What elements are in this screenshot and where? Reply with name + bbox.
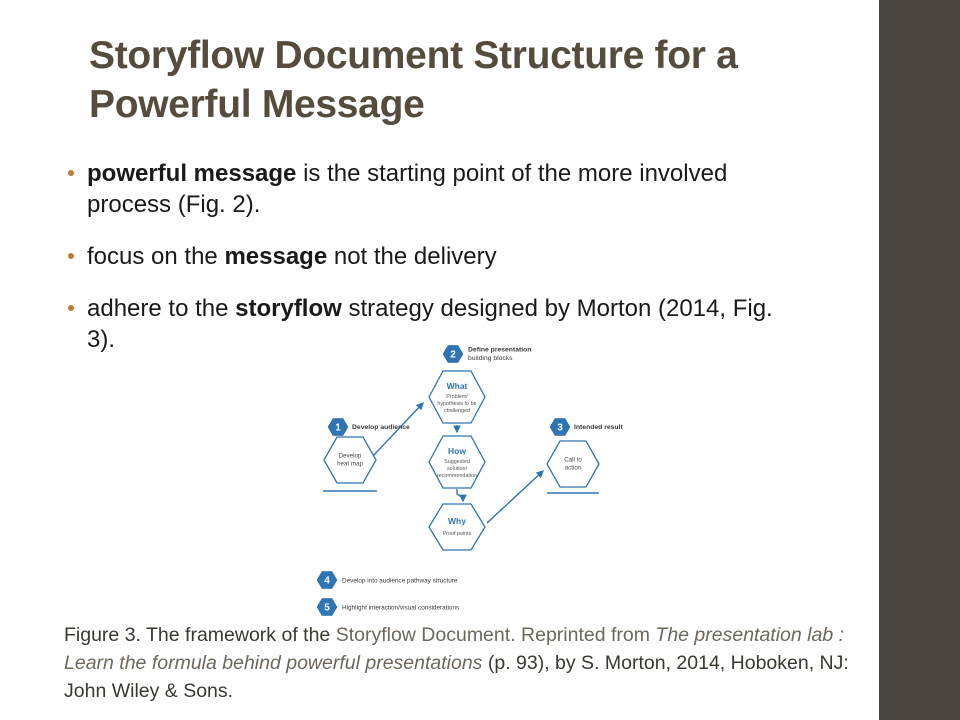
node-text: action xyxy=(565,465,582,472)
step-5-badge: 5 xyxy=(316,598,338,616)
node-title: How xyxy=(448,446,466,456)
bullet-text: focus on the message not the delivery xyxy=(87,243,497,270)
step-2-label-line1: Define presentation xyxy=(468,347,531,354)
text-segment: The presentation lab : Learn the formula… xyxy=(64,624,845,674)
text-segment: message xyxy=(224,243,328,270)
title-line-2: Powerful Message xyxy=(89,83,425,126)
step-5-label: Highlight interaction/visual considerati… xyxy=(342,605,459,612)
step-number: 2 xyxy=(450,350,456,361)
hexagon xyxy=(428,503,486,551)
text-segment: strategy designed by Morton (2014, Fig. … xyxy=(87,295,773,353)
hexagon-badge xyxy=(442,345,464,363)
text-segment: not the delivery xyxy=(327,243,497,270)
right-accent-bar xyxy=(879,0,960,720)
call-to-action-node: Call to action xyxy=(546,440,600,488)
node-title: Why xyxy=(448,516,466,526)
bullet-dot xyxy=(68,253,74,259)
text-segment: Storyflow Document. xyxy=(335,624,522,646)
hexagon-badge xyxy=(316,598,338,616)
step-number: 5 xyxy=(324,603,330,614)
node-text: hypothesis to be xyxy=(437,401,476,407)
step-2-badge: 2 xyxy=(442,345,464,363)
hexagon xyxy=(428,370,486,424)
bullet-item: adhere to the storyflow strategy designe… xyxy=(66,293,790,355)
bullet-list: powerful message is the starting point o… xyxy=(66,158,790,355)
node-text: challenged xyxy=(444,408,470,414)
connector-how-to-why xyxy=(456,489,467,503)
connector-why-to-cta xyxy=(486,470,544,524)
diagram-connectors xyxy=(323,402,599,524)
step-number: 1 xyxy=(335,423,341,434)
bullet-item: focus on the message not the delivery xyxy=(66,241,790,272)
text-segment: Figure 3. The framework of the xyxy=(64,624,336,646)
bullet-text: adhere to the storyflow strategy designe… xyxy=(87,295,773,353)
node-text: Suggested xyxy=(444,459,470,465)
step-4-label: Develop into audience pathway structure xyxy=(342,578,458,585)
title-line-1: Storyflow Document Structure for a xyxy=(89,34,738,77)
node-text: solution/ xyxy=(447,466,468,472)
text-segment: is the starting point of the more involv… xyxy=(87,160,728,218)
connector-heatmap-to-what xyxy=(372,402,424,457)
text-segment: (p. 93), by S. Morton, 2014, Hoboken, NJ… xyxy=(64,652,849,702)
hexagon-badge xyxy=(316,571,338,589)
text-segment: storyflow xyxy=(235,295,342,322)
slide-title: Storyflow Document Structure for a Powerf… xyxy=(89,31,738,129)
node-text: recommendation xyxy=(437,473,477,479)
heatmap-node: Develop heat map xyxy=(323,436,377,484)
storyflow-diagram: 2 Define presentation building blocks 1 … xyxy=(281,336,633,624)
hexagon-badge xyxy=(549,418,571,436)
step-3-label: Intended result xyxy=(574,424,623,431)
step-1-badge: 1 xyxy=(327,418,349,436)
node-text: Develop xyxy=(339,453,362,460)
step-number: 3 xyxy=(557,423,563,434)
text-segment: adhere to the xyxy=(87,295,236,322)
node-title: What xyxy=(447,381,468,391)
bullet-dot xyxy=(68,170,74,176)
what-node: What Problem/ hypothesis to be challenge… xyxy=(428,370,486,424)
hexagon-badge xyxy=(327,418,349,436)
step-1-label: Develop audience xyxy=(352,424,410,431)
text-segment: Reprinted from xyxy=(521,624,656,646)
hexagon xyxy=(323,436,377,484)
bullet-dot xyxy=(68,305,74,311)
text-segment: focus on the xyxy=(87,243,225,270)
bullet-text: powerful message is the starting point o… xyxy=(87,160,727,218)
storyflow-figure: 2 Define presentation building blocks 1 … xyxy=(316,345,623,616)
step-3-badge: 3 xyxy=(549,418,571,436)
text-segment: powerful message xyxy=(87,160,297,187)
node-text: Problem/ xyxy=(446,394,468,400)
figure-caption: Figure 3. The framework of the Storyflow… xyxy=(64,621,859,705)
hexagon xyxy=(428,435,486,489)
bullet-item: powerful message is the starting point o… xyxy=(66,158,790,220)
node-text: Proof points xyxy=(443,531,472,537)
node-text: Call to xyxy=(564,457,582,464)
how-node: How Suggested solution/ recommendation xyxy=(428,435,486,489)
step-4-badge: 4 xyxy=(316,571,338,589)
step-2-label-line2: building blocks xyxy=(468,355,513,362)
step-number: 4 xyxy=(324,576,330,587)
hexagon xyxy=(546,440,600,488)
why-node: Why Proof points xyxy=(428,503,486,551)
node-text: heat map xyxy=(337,461,363,468)
